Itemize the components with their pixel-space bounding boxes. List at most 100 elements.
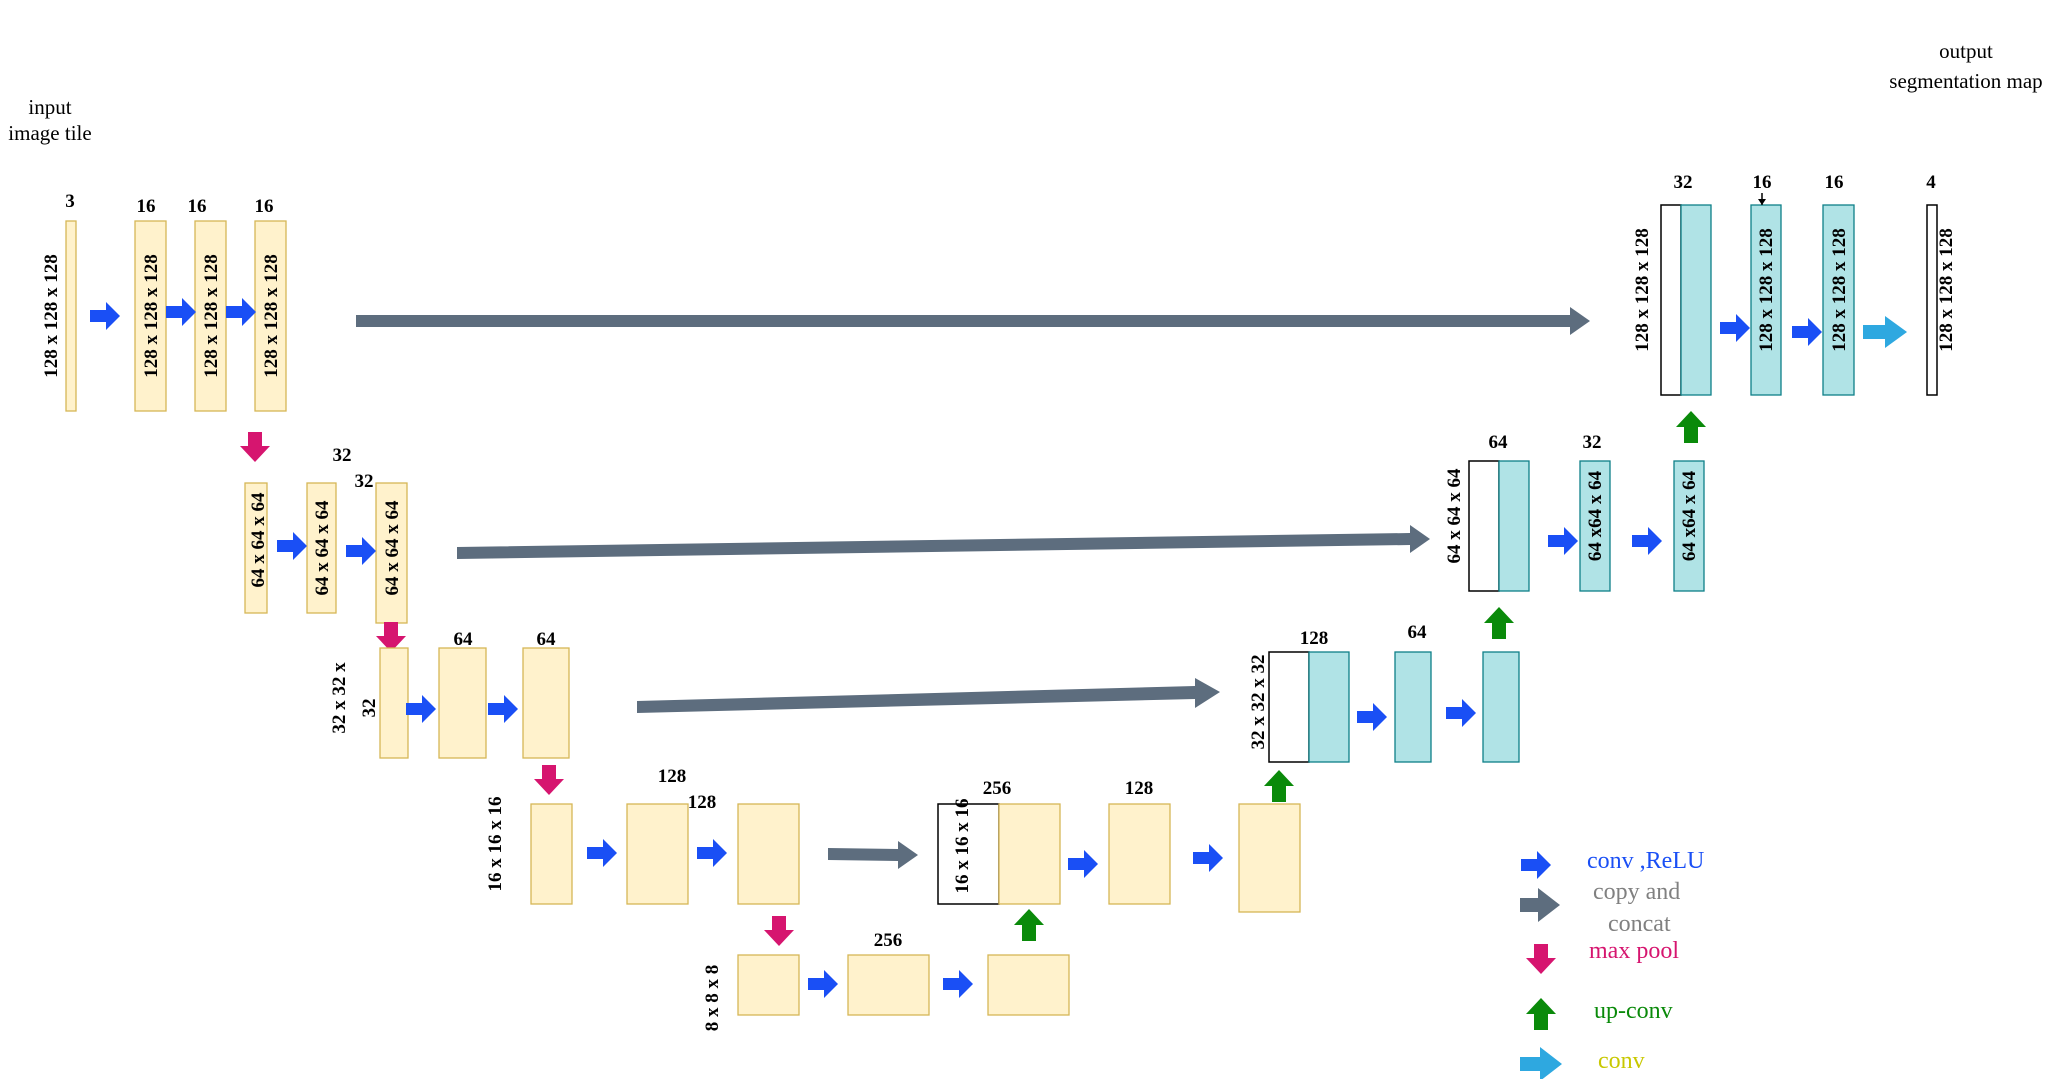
dec4-block-a <box>998 803 1061 905</box>
conv-arrow-icon <box>166 298 196 326</box>
legend-copy-concat-icon <box>1520 888 1560 922</box>
enc1-block-c <box>254 220 287 412</box>
upconv-arrow-icon <box>1264 770 1294 802</box>
dim-dec4: 16 x 16 x 16 <box>952 799 973 894</box>
legend-copy-label-line2: concat <box>1608 911 1671 937</box>
tick-arrowhead-icon <box>1758 199 1766 205</box>
bottleneck-block-c <box>987 954 1070 1016</box>
conv-arrow-icon <box>1068 850 1098 878</box>
dec3-block-c <box>1482 651 1520 763</box>
enc4-block-b <box>626 803 689 905</box>
dim-dec2c: 64 x64 x 64 <box>1679 470 1700 561</box>
conv-arrow-icon <box>1632 527 1662 555</box>
dec4-block-b <box>1108 803 1171 905</box>
dec1-block-b <box>1750 204 1782 396</box>
bottleneck-block-a <box>737 954 800 1016</box>
legend-conv-label: conv <box>1598 1048 1645 1074</box>
conv-arrow-icon <box>808 970 838 998</box>
legend-max-pool-label: max pool <box>1589 938 1679 964</box>
maxpool-arrow-icon <box>764 916 794 946</box>
ch-input: 3 <box>65 191 75 212</box>
dim-dec3: 32 x 32 x 32 <box>1248 655 1269 750</box>
conv-arrow-icon <box>346 537 376 565</box>
ch-dec4b: 128 <box>1125 778 1154 799</box>
ch-enc2a: 32 <box>333 445 352 466</box>
dim-enc3-line1: 32 x 32 x <box>329 662 350 734</box>
legend-up-conv-label: up-conv <box>1594 998 1673 1024</box>
dim-enc4: 16 x 16 x 16 <box>485 797 506 892</box>
enc4-block-a <box>530 803 573 905</box>
dec4-block-c <box>1238 803 1301 913</box>
dim-dec2b: 64 x64 x 64 <box>1585 470 1606 561</box>
ch-enc3b: 64 <box>537 629 557 650</box>
ch-enc3a: 64 <box>454 629 474 650</box>
ch-enc4a: 128 <box>658 766 687 787</box>
dec4-copy-block <box>937 803 1000 905</box>
copy-arrow-level3-icon <box>637 678 1220 713</box>
enc3-block-a <box>379 647 409 759</box>
dim-enc2b: 64 x 64 x 64 <box>312 500 333 596</box>
dec3-block-b <box>1394 651 1432 763</box>
ch-dec1b: 16 <box>1753 172 1772 193</box>
maxpool-arrow-icon <box>240 432 270 462</box>
ch-output: 4 <box>1926 172 1936 193</box>
copy-arrow-level4-icon <box>828 841 918 869</box>
dim-enc2a: 64 x 64 x 64 <box>248 492 269 588</box>
dim-dec1c: 128 x 128 x 128 <box>1829 228 1850 352</box>
conv-arrow-icon <box>1720 314 1750 342</box>
ch-enc4b: 128 <box>688 792 717 813</box>
dec2-block-a <box>1498 460 1530 592</box>
dec2-block-c <box>1673 460 1705 592</box>
dim-input: 128 x 128 x 128 <box>41 254 62 378</box>
maxpool-arrow-icon <box>534 765 564 795</box>
dim-enc1c: 128 x 128 x 128 <box>261 254 282 378</box>
dec2-copy-block <box>1468 460 1500 592</box>
conv-arrow-icon <box>1357 703 1387 731</box>
upconv-arrow-icon <box>1676 411 1706 443</box>
ch-dec2b: 32 <box>1583 432 1602 453</box>
enc3-block-b <box>438 647 487 759</box>
enc1-block-a <box>134 220 167 412</box>
legend-copy-label-line1: copy and <box>1593 879 1680 905</box>
conv-arrow-icon <box>1193 844 1223 872</box>
ch-bottleneck: 256 <box>874 930 903 951</box>
legend-conv-relu-label: conv ,ReLU <box>1587 848 1704 874</box>
ch-dec2-concat: 64 <box>1489 432 1509 453</box>
enc2-block-b <box>306 482 337 614</box>
dim-dec1b: 128 x 128 x 128 <box>1756 228 1777 352</box>
input-block <box>65 220 77 412</box>
ch-enc1a: 16 <box>137 196 156 217</box>
conv-arrow-icon <box>1446 699 1476 727</box>
conv-arrow-icon <box>587 839 617 867</box>
input-caption-line1: input <box>28 95 71 119</box>
output-block <box>1926 204 1938 396</box>
enc2-block-a <box>244 482 268 614</box>
dim-enc2c: 64 x 64 x 64 <box>382 500 403 596</box>
conv-arrow-icon <box>697 839 727 867</box>
conv-arrow-icon <box>226 298 256 326</box>
legend-conv-icon <box>1520 1047 1562 1079</box>
conv-arrow-icon <box>406 695 436 723</box>
legend-max-pool-icon <box>1526 944 1556 974</box>
input-caption-line2: image tile <box>8 121 91 145</box>
dim-enc1b: 128 x 128 x 128 <box>201 254 222 378</box>
dec3-copy-block <box>1268 651 1310 763</box>
output-caption-line1: output <box>1939 39 1993 63</box>
copy-arrow-level1-icon <box>356 307 1590 335</box>
dec1-block-a <box>1680 204 1712 396</box>
dec3-block-a <box>1308 651 1350 763</box>
ch-enc2b: 32 <box>355 471 374 492</box>
dec2-block-b <box>1579 460 1611 592</box>
copy-arrow-level2-icon <box>457 525 1430 559</box>
ch-enc1b: 16 <box>188 196 207 217</box>
bottleneck-block-b <box>847 954 930 1016</box>
legend-conv-relu-icon <box>1521 851 1551 879</box>
ch-dec4-concat: 256 <box>983 778 1012 799</box>
ch-dec3-concat: 128 <box>1300 628 1329 649</box>
dim-enc1a: 128 x 128 x 128 <box>141 254 162 378</box>
enc4-block-c <box>737 803 800 905</box>
conv-arrow-icon <box>1548 527 1578 555</box>
dim-output: 128 x 128 x 128 <box>1936 228 1957 352</box>
